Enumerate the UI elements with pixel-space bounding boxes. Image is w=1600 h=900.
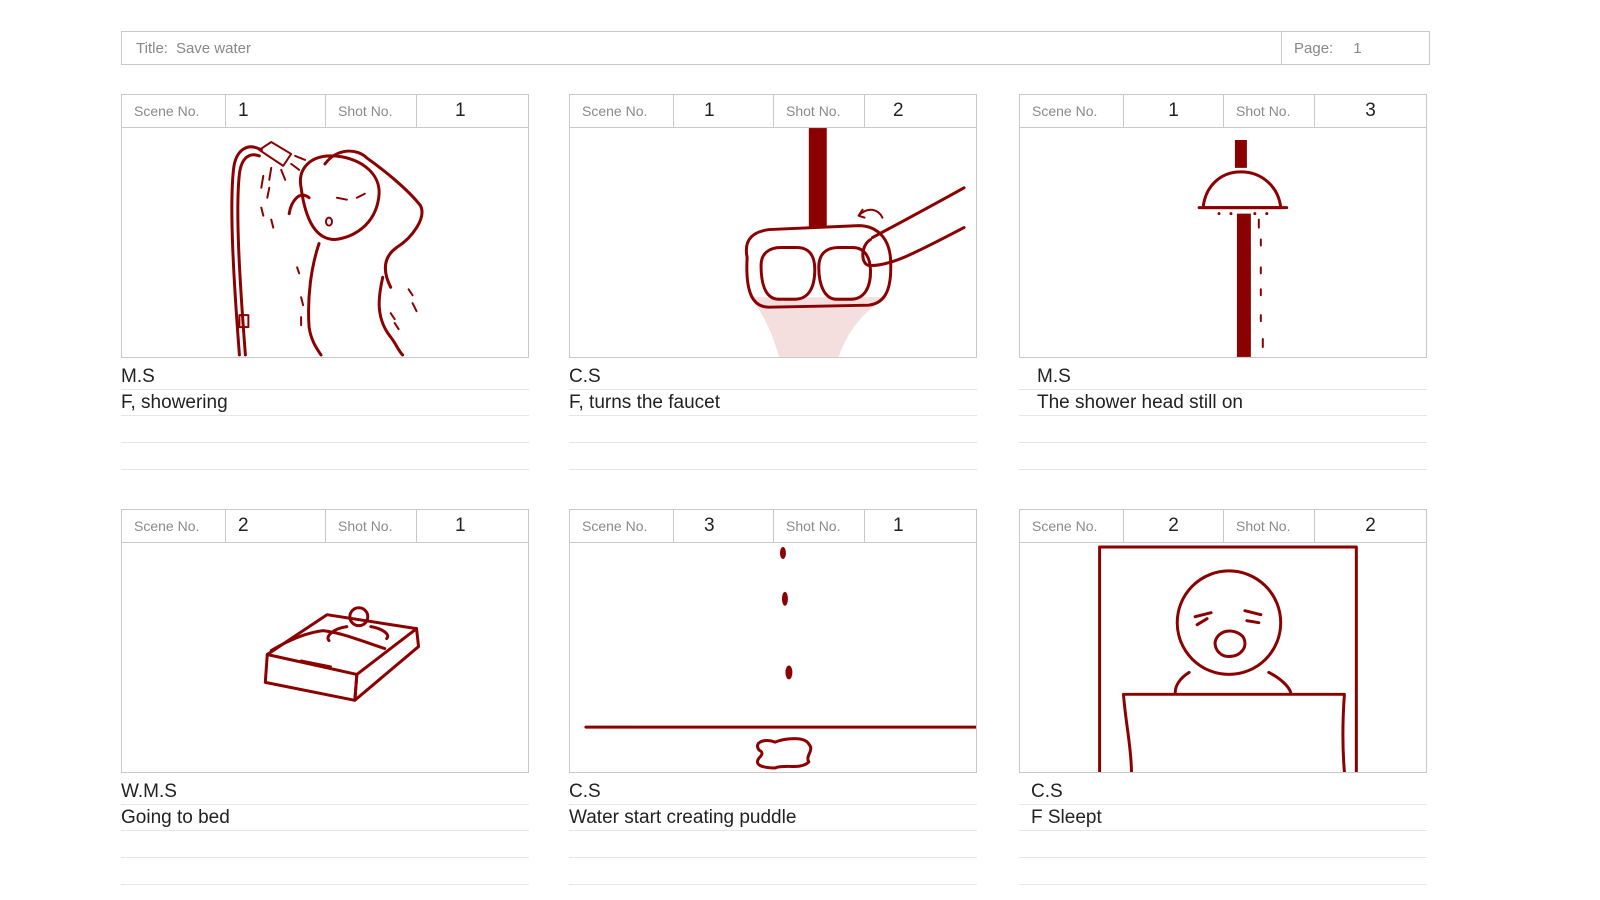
scene-number[interactable]: 3 (674, 510, 774, 542)
storyboard-frame-4: Scene No. 2 Shot No. 1 W.M.S Going to be… (121, 509, 529, 885)
note-line-empty[interactable] (569, 443, 977, 470)
person-showering-sketch-icon (230, 141, 424, 357)
page-label: Page: (1294, 39, 1334, 57)
scene-label: Scene No. (122, 95, 226, 127)
sketch-canvas[interactable] (1019, 543, 1427, 773)
frame-notes: M.S The shower head still on (1019, 364, 1427, 470)
frame-notes: M.S F, showering (121, 364, 529, 470)
frame-info-row: Scene No. 2 Shot No. 1 (121, 509, 529, 543)
note-line-empty[interactable] (121, 443, 529, 470)
scene-number[interactable]: 2 (1124, 510, 1224, 542)
shot-number[interactable]: 1 (455, 515, 466, 536)
sketch-canvas[interactable] (569, 543, 977, 773)
scene-number[interactable]: 1 (226, 95, 326, 127)
shot-label: Shot No. (1224, 510, 1315, 542)
scene-label: Scene No. (1020, 95, 1124, 127)
shot-type[interactable]: C.S (569, 779, 977, 805)
scene-label: Scene No. (570, 510, 674, 542)
frame-notes: C.S Water start creating puddle (569, 779, 977, 885)
shot-type[interactable]: M.S (1019, 364, 1427, 390)
shot-label: Shot No. (774, 510, 865, 542)
storyboard-frame-1: Scene No. 1 Shot No. 1 M.S F, showering (121, 94, 529, 470)
storyboard-frame-3: Scene No. 1 Shot No. 3 M.S The shower he… (1019, 94, 1427, 470)
shot-label: Shot No. (326, 510, 417, 542)
note-line-empty[interactable] (569, 831, 977, 858)
shot-description[interactable]: Water start creating puddle (569, 805, 977, 831)
sketch-canvas[interactable] (121, 128, 529, 358)
shot-number[interactable]: 3 (1365, 100, 1376, 121)
frame-info-row: Scene No. 2 Shot No. 2 (1019, 509, 1427, 543)
note-line-empty[interactable] (1019, 443, 1427, 470)
note-line-empty[interactable] (1019, 858, 1427, 885)
shot-description[interactable]: Going to bed (121, 805, 529, 831)
storyboard-header: Title: Save water Page: 1 (121, 31, 1430, 65)
dripping-water-puddle-sketch-icon (584, 547, 976, 770)
title-field[interactable]: Title: Save water (122, 32, 1282, 64)
note-line-empty[interactable] (1019, 416, 1427, 443)
scene-number[interactable]: 2 (226, 510, 326, 542)
scene-number[interactable]: 1 (1124, 95, 1224, 127)
note-line-empty[interactable] (569, 416, 977, 443)
shot-description[interactable]: F, showering (121, 390, 529, 416)
sleeping-person-sketch-icon (1098, 545, 1358, 772)
sketch-canvas[interactable] (1019, 128, 1427, 358)
note-line-empty[interactable] (569, 858, 977, 885)
shot-label: Shot No. (774, 95, 865, 127)
storyboard-frame-2: Scene No. 1 Shot No. 2 C.S F, turns the … (569, 94, 977, 470)
shot-description[interactable]: F, turns the faucet (569, 390, 977, 416)
note-line-empty[interactable] (121, 831, 529, 858)
storyboard-frame-5: Scene No. 3 Shot No. 1 C.S Water start c… (569, 509, 977, 885)
scene-label: Scene No. (570, 95, 674, 127)
frame-info-row: Scene No. 1 Shot No. 1 (121, 94, 529, 128)
shot-label: Shot No. (326, 95, 417, 127)
sketch-canvas[interactable] (569, 128, 977, 358)
page-field[interactable]: Page: 1 (1282, 32, 1429, 64)
shot-number[interactable]: 2 (1365, 515, 1376, 536)
shot-number[interactable]: 1 (455, 100, 466, 121)
person-in-bed-sketch-icon (263, 606, 421, 702)
scene-number[interactable]: 1 (674, 95, 774, 127)
page-value: 1 (1353, 39, 1362, 57)
note-line-empty[interactable] (121, 416, 529, 443)
frame-notes: W.M.S Going to bed (121, 779, 529, 885)
scene-label: Scene No. (1020, 510, 1124, 542)
note-line-empty[interactable] (1019, 831, 1427, 858)
note-line-empty[interactable] (121, 858, 529, 885)
frame-notes: C.S F, turns the faucet (569, 364, 977, 470)
frame-info-row: Scene No. 1 Shot No. 3 (1019, 94, 1427, 128)
storyboard-frame-6: Scene No. 2 Shot No. 2 C.S F Sleept (1019, 509, 1427, 885)
shot-type[interactable]: M.S (121, 364, 529, 390)
shot-number[interactable]: 1 (893, 515, 904, 536)
shot-type[interactable]: C.S (1019, 779, 1427, 805)
shot-label: Shot No. (1224, 95, 1315, 127)
hand-turning-faucet-sketch-icon (744, 128, 966, 357)
shot-description[interactable]: The shower head still on (1019, 390, 1427, 416)
frame-info-row: Scene No. 3 Shot No. 1 (569, 509, 977, 543)
frame-info-row: Scene No. 1 Shot No. 2 (569, 94, 977, 128)
scene-label: Scene No. (122, 510, 226, 542)
title-value: Save water (175, 39, 251, 57)
shot-type[interactable]: W.M.S (121, 779, 529, 805)
shot-number[interactable]: 2 (893, 100, 904, 121)
shot-description[interactable]: F Sleept (1019, 805, 1427, 831)
frame-notes: C.S F Sleept (1019, 779, 1427, 885)
title-label: Title: (136, 39, 168, 57)
shot-type[interactable]: C.S (569, 364, 977, 390)
sketch-canvas[interactable] (121, 543, 529, 773)
shower-head-sketch-icon (1197, 140, 1289, 357)
